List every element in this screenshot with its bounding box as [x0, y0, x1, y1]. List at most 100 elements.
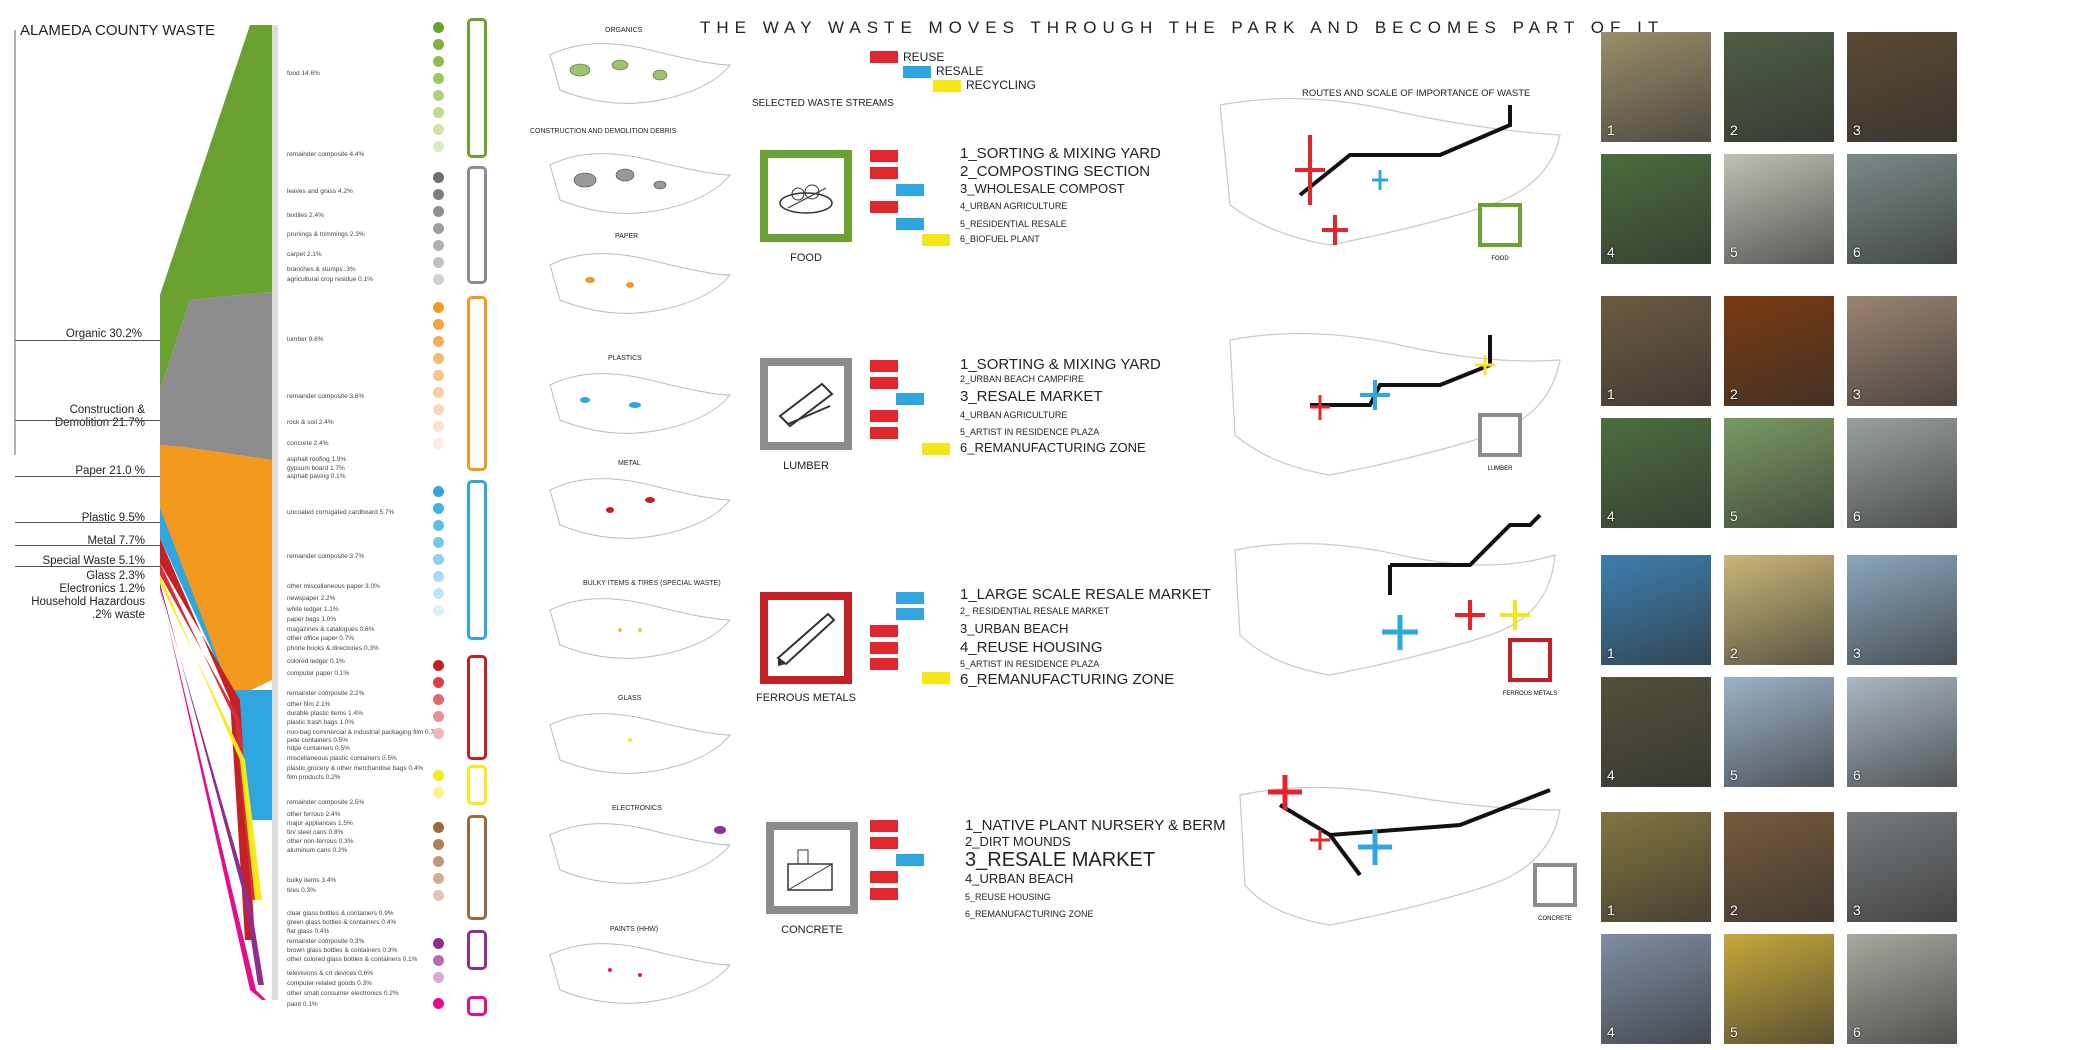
photo-number: 1	[1607, 386, 1615, 402]
photo-number: 5	[1730, 767, 1738, 783]
glass-icon-box	[467, 815, 487, 920]
flow-plastic	[160, 508, 272, 820]
sankey-diagram	[14, 25, 278, 1000]
route-line	[1298, 105, 1512, 197]
lumber-step: 3_RESALE MARKET	[960, 388, 1103, 405]
subcategory-label: green glass bottles & containers 0.4%	[287, 919, 397, 926]
subcategory-label: remainder composite 3.6%	[287, 393, 365, 400]
subcategory-label: clear glass bottles & containers 0.9%	[287, 910, 394, 917]
route-map-outline-food	[1219, 97, 1561, 246]
route-map-outline-concrete	[1239, 786, 1561, 926]
color-dot	[433, 486, 444, 497]
food-step: 2_COMPOSTING SECTION	[960, 163, 1151, 180]
electronics-icon-box	[467, 930, 487, 970]
selected-streams-label: SELECTED WASTE STREAMS	[752, 98, 894, 109]
site-photo: 1	[1601, 296, 1711, 406]
bar-reuse	[870, 871, 898, 883]
photo-number: 1	[1607, 122, 1615, 138]
map-outline-plastics	[549, 373, 732, 434]
color-dot	[433, 728, 444, 739]
category-label: Construction & Demolition 21.7%	[54, 404, 145, 429]
flow-organic	[160, 25, 272, 390]
food-map-badge	[1478, 203, 1522, 247]
ferrous-stream-label: FERROUS METALS	[755, 692, 857, 704]
subcategory-label: other colored glass bottles & containers…	[287, 956, 418, 963]
site-photo: 1	[1601, 32, 1711, 142]
color-dot	[433, 520, 444, 531]
bar-reuse	[870, 150, 898, 162]
color-dot	[433, 955, 444, 966]
glass-dot	[628, 738, 632, 742]
color-dot	[433, 711, 444, 722]
bulky-dot	[638, 628, 642, 632]
color-dot	[433, 421, 444, 432]
photo-number: 3	[1853, 122, 1861, 138]
color-dot	[433, 90, 444, 101]
subcategory-label: other miscellaneous paper 3.0%	[287, 583, 380, 590]
photo-number: 3	[1853, 386, 1861, 402]
color-dot	[433, 605, 444, 616]
concrete-step: 5_REUSE HOUSING	[965, 892, 1051, 902]
color-dot	[433, 890, 444, 901]
recycling-swatch	[933, 80, 961, 92]
photo-number: 2	[1730, 386, 1738, 402]
leader-line	[15, 545, 160, 546]
color-dot	[433, 554, 444, 565]
subcategory-label: newspaper 2.2%	[287, 595, 336, 602]
subcategory-label: durable plastic items 1.4%	[287, 710, 363, 717]
flow-construction	[160, 292, 272, 460]
route-line	[1310, 335, 1492, 407]
color-dot	[433, 141, 444, 152]
color-dot	[433, 822, 444, 833]
site-photo: 3	[1847, 32, 1957, 142]
site-photo: 4	[1601, 677, 1711, 787]
bar-recycling	[922, 234, 950, 246]
leader-line	[15, 420, 160, 421]
plastic-icon-box	[467, 480, 487, 640]
bar-reuse	[870, 427, 898, 439]
color-dot	[433, 998, 444, 1009]
photo-number: 5	[1730, 1024, 1738, 1040]
color-dot	[433, 172, 444, 183]
color-dot	[433, 839, 444, 850]
subcategory-label: asphalt roofing 1.9%	[287, 456, 347, 463]
subcategory-label: phone books & directories 0.3%	[287, 645, 379, 652]
organics-blob	[652, 69, 668, 81]
site-photo: 2	[1724, 812, 1834, 922]
subcategory-label: carpet 2.1%	[287, 251, 322, 258]
concrete-map-badge	[1533, 863, 1577, 907]
lumber-map-badge	[1478, 413, 1522, 457]
plastic-blob	[629, 402, 641, 408]
map-outline-glass	[549, 713, 732, 774]
color-dot	[433, 677, 444, 688]
subcategory-label: concrete 2.4%	[287, 440, 329, 447]
flow-paper	[160, 445, 272, 700]
category-label: Glass 2.3%	[86, 570, 145, 582]
photo-number: 3	[1853, 645, 1861, 661]
county-label: ALAMEDA COUNTY WASTE	[20, 22, 216, 39]
subcategory-label: tires 0.3%	[287, 887, 316, 894]
paper-blob	[626, 282, 634, 288]
photo-number: 1	[1607, 645, 1615, 661]
color-dot	[433, 39, 444, 50]
concrete-map-label: CONCRETE	[1538, 916, 1572, 922]
subcategory-label: other film 2.1%	[287, 701, 331, 708]
site-photo: 5	[1724, 154, 1834, 264]
bar-reuse	[870, 377, 898, 389]
bar-reuse	[870, 642, 898, 654]
concrete-step: 6_REMANUFACTURING ZONE	[965, 909, 1094, 919]
lumber-step: 2_URBAN BEACH CAMPFIRE	[960, 374, 1085, 384]
concrete-step: 3_RESALE MARKET	[965, 849, 1156, 871]
bar-reuse	[870, 360, 898, 372]
subcategory-label: magazines & catalogues 0.6%	[287, 626, 375, 633]
color-dot	[433, 124, 444, 135]
category-label: Paper 21.0 %	[75, 465, 145, 477]
photo-number: 2	[1730, 122, 1738, 138]
leader-line	[15, 476, 160, 477]
subcategory-label: leaves and grass 4.2%	[287, 188, 353, 195]
electronics-blob	[714, 826, 726, 834]
subcategory-label: uncoated corrugated cardboard 5.7%	[287, 509, 395, 516]
paper-icon-box	[467, 296, 487, 471]
stack-column	[272, 25, 278, 1000]
subcategory-label: paper bags 1.0%	[287, 616, 337, 623]
